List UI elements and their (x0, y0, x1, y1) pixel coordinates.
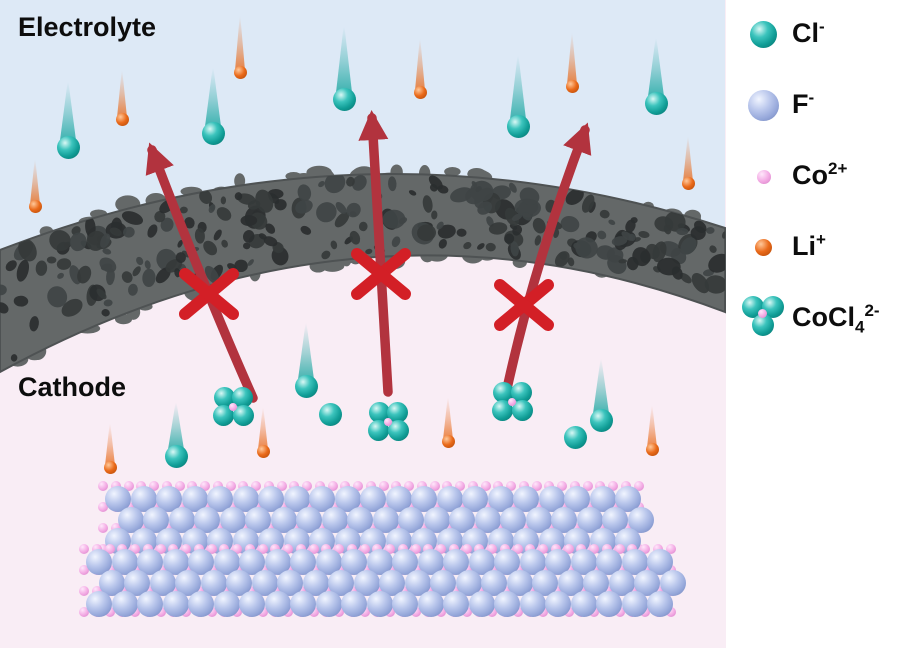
legend-item-chloride: Cl- (736, 10, 912, 60)
legend-label-lithium: Li+ (792, 231, 826, 264)
legend-label-sup: 2- (864, 301, 880, 321)
legend-label-sup: + (816, 230, 826, 250)
fluoride-icon (736, 81, 792, 131)
legend-item-lithium: Li+ (736, 223, 912, 273)
chloride-icon (736, 10, 792, 60)
x-mark (494, 279, 554, 331)
blocked-arrow (500, 122, 592, 403)
blocked-transport-arrows (145, 110, 592, 403)
legend-label-sub: 4 (855, 317, 865, 337)
lithium-icon (736, 223, 792, 273)
legend-item-tetrachlorocobaltate: CoCl42- (736, 294, 912, 344)
legend-label-base: F (792, 89, 809, 120)
legend-label-sup: - (808, 88, 815, 108)
x-mark (351, 248, 411, 300)
scene-graphics (0, 0, 726, 403)
legend-label-base: Li (792, 231, 816, 262)
legend-label-sup: - (819, 17, 825, 37)
legend-label-chloride: Cl- (792, 18, 825, 51)
legend: Cl- F- Co2+ Li+ C (736, 10, 912, 344)
cocl4-cluster-icon (736, 294, 792, 344)
legend-label-tetrachlorocobaltate: CoCl42- (792, 302, 880, 335)
cobalt-icon (736, 152, 792, 202)
diagram-panel: Electrolyte Cathode (0, 0, 726, 648)
cathode-label: Cathode (18, 372, 126, 402)
legend-label-sup: 2+ (828, 159, 848, 179)
legend-item-cobalt: Co2+ (736, 152, 912, 202)
legend-label-cobalt: Co2+ (792, 160, 847, 193)
legend-label-base: Cl (792, 18, 819, 49)
x-mark (179, 268, 239, 320)
legend-label-base: CoCl (792, 302, 855, 333)
legend-item-fluoride: F- (736, 81, 912, 131)
legend-label-base: Co (792, 160, 828, 191)
electrolyte-label: Electrolyte (18, 12, 157, 42)
legend-label-fluoride: F- (792, 89, 814, 122)
blocked-arrow (358, 110, 393, 397)
membrane-pores (0, 174, 725, 362)
